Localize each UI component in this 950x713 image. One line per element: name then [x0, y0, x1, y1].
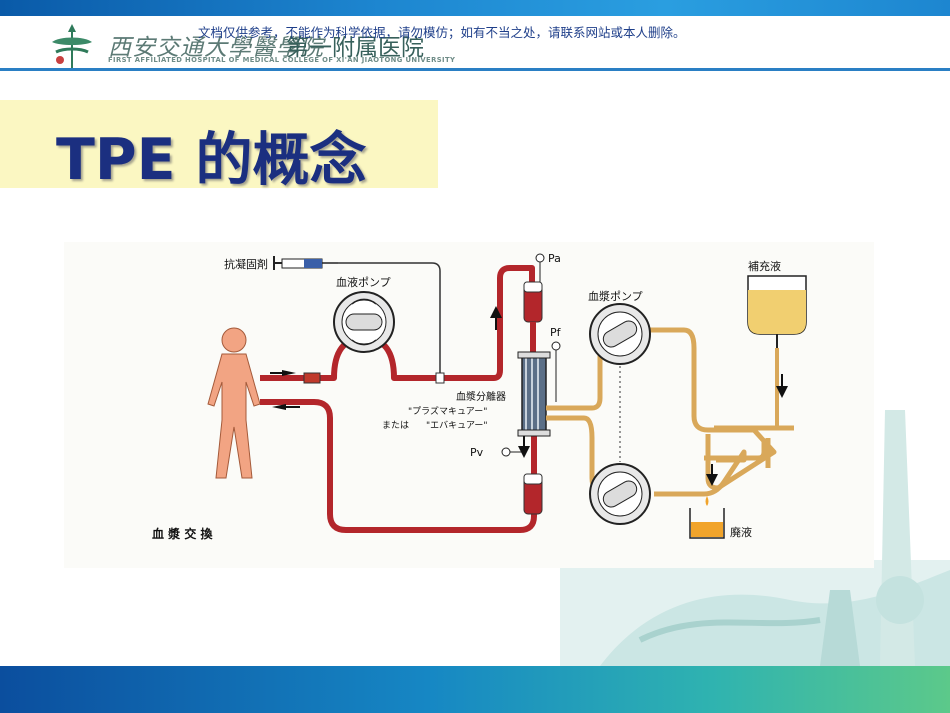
anticoagulant-syringe-icon	[273, 256, 338, 270]
waste-fluid-label: 廃液	[730, 525, 752, 539]
top-bar	[0, 0, 950, 16]
slide-title: TPE 的概念	[56, 127, 367, 193]
plasma-separator-icon	[517, 351, 551, 437]
disclaimer-notice: 文档仅供参考，不能作为科学依据，请勿模仿；如有不当之处，请联系网站或本人删除。	[198, 25, 686, 40]
pv-gauge-icon	[501, 447, 524, 457]
school-english-name: FIRST AFFILIATED HOSPITAL OF MEDICAL COL…	[108, 56, 456, 64]
venous-chamber-icon	[523, 473, 543, 515]
blood-pump-label: 血液ポンプ	[336, 275, 391, 289]
title-background	[0, 100, 438, 188]
school-name: 西安交通大學醫學院	[108, 35, 324, 61]
arterial-chamber-icon	[523, 281, 543, 323]
anticoagulant-label: 抗凝固剤	[224, 257, 268, 271]
header: 西安交通大學醫學院 第一附属医院 FIRST AFFILIATED HOSPIT…	[0, 16, 950, 71]
pf-label: Pf	[550, 326, 562, 339]
bottom-bar	[0, 666, 950, 713]
separator-label: 血漿分離器	[456, 390, 506, 403]
pa-label: Pa	[548, 252, 561, 265]
separator-product-2: "エバキュアー"	[426, 420, 488, 431]
diagram-caption: 血 漿 交 換	[152, 526, 214, 541]
pa-gauge-icon	[535, 253, 545, 282]
separator-product-1: "プラズマキュアー"	[408, 405, 487, 417]
replacement-fluid-label: 補充液	[748, 259, 781, 273]
university-logo-icon	[52, 24, 92, 68]
plasma-pump-label: 血漿ポンプ	[588, 289, 643, 303]
pf-gauge-icon	[551, 341, 561, 402]
plasma-pump-bottom-icon	[589, 463, 651, 525]
hospital-name: 第一附属医院	[286, 35, 424, 61]
waste-container-icon	[689, 496, 725, 539]
plasma-pump-top-icon	[589, 303, 651, 365]
separator-or-label: または	[382, 420, 409, 431]
plasma-exchange-diagram: 抗凝固剤 血液ポンプ 血漿分離器 "プラ	[64, 242, 874, 568]
blood-pump-icon	[333, 291, 395, 353]
pv-label: Pv	[470, 446, 484, 459]
flow-arrows	[270, 306, 788, 486]
patient-figure-icon	[207, 327, 261, 479]
